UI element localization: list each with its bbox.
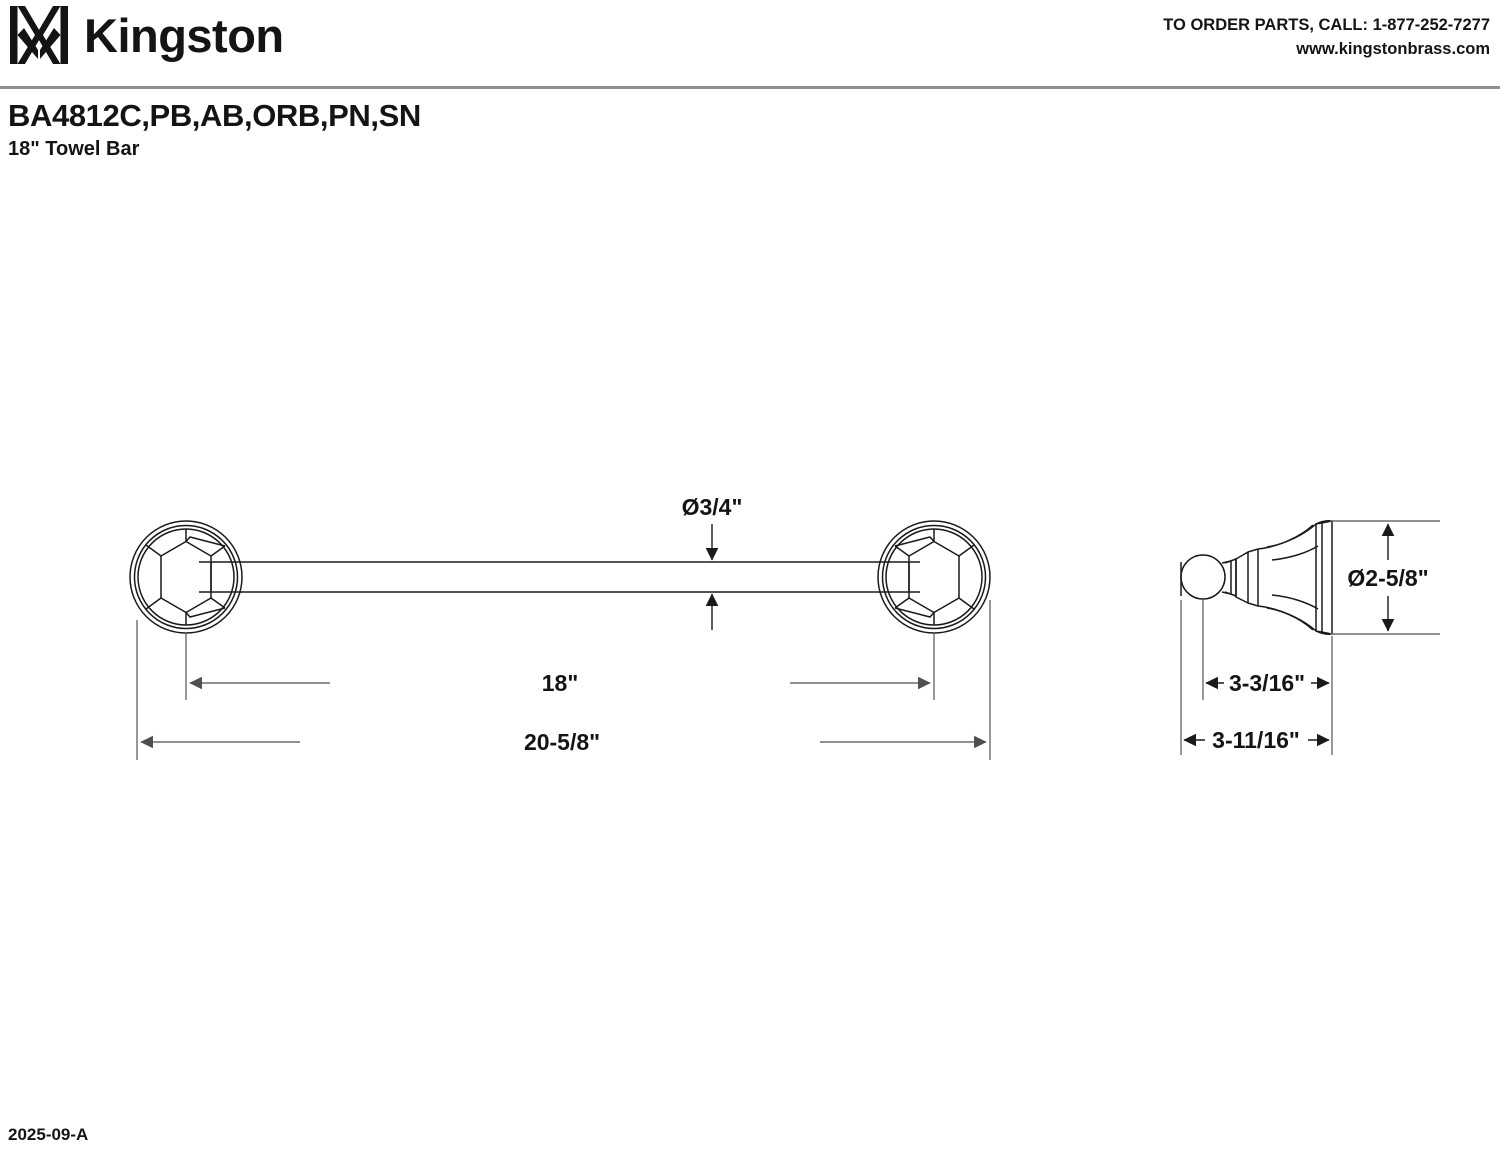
header-divider	[0, 86, 1500, 89]
side-wall-flange-plate	[1315, 520, 1333, 635]
side-bar-end-ball	[1180, 554, 1226, 600]
dimension-label-flange-diameter: Ø2-5/8"	[1347, 565, 1428, 591]
towel-bar-tube	[199, 561, 920, 593]
side-neck-collar	[1221, 558, 1237, 597]
right-mounting-flange	[877, 520, 991, 634]
dimension-label-post-projection: 3-3/16"	[1229, 670, 1305, 696]
side-profile-view	[1180, 520, 1333, 635]
revision-code: 2025-09-A	[8, 1125, 89, 1144]
extension-lines-flange-diameter	[1330, 520, 1440, 635]
extension-lines-post-projection	[1202, 600, 1333, 700]
contact-block: TO ORDER PARTS, CALL: 1-877-252-7277 www…	[1163, 14, 1490, 62]
dimension-label-bar-diameter: Ø3/4"	[682, 494, 743, 520]
dimension-label-center-to-center: 18"	[542, 670, 579, 696]
model-number-title: BA4812C,PB,AB,ORB,PN,SN	[8, 98, 421, 133]
left-mounting-flange	[129, 520, 243, 634]
order-phone-line: TO ORDER PARTS, CALL: 1-877-252-7277	[1163, 16, 1490, 34]
kingston-monogram-logo-icon	[10, 6, 68, 64]
page-header: Kingston TO ORDER PARTS, CALL: 1-877-252…	[0, 0, 1500, 86]
brand-name: Kingston	[84, 8, 284, 62]
dimension-label-overall-length: 20-5/8"	[524, 729, 600, 755]
title-block: BA4812C,PB,AB,ORB,PN,SN 18" Towel Bar	[8, 98, 421, 161]
product-name-subtitle: 18" Towel Bar	[8, 137, 140, 160]
website-line[interactable]: www.kingstonbrass.com	[1296, 39, 1490, 58]
extension-lines-overall-length	[136, 600, 991, 760]
dimension-label-overall-projection: 3-11/16"	[1212, 727, 1300, 753]
side-tapered-spindle	[1235, 548, 1259, 607]
front-elevation-view	[129, 520, 991, 634]
brand-block: Kingston	[8, 4, 284, 66]
extension-lines-center-to-center	[185, 633, 935, 700]
extension-lines-overall-projection	[1180, 600, 1333, 755]
side-flared-escutcheon	[1257, 523, 1319, 632]
